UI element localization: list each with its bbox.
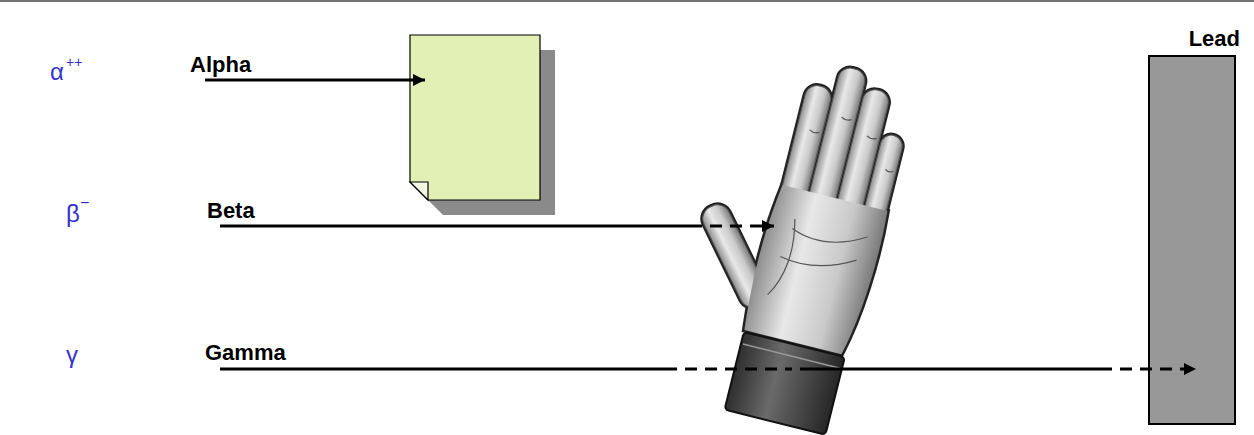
charge-superscript: − — [80, 194, 89, 212]
top-rule — [0, 0, 1254, 2]
cuff-seam — [743, 344, 840, 368]
hand-illustration — [654, 41, 921, 435]
alpha-ray — [205, 79, 425, 82]
gamma-ray — [220, 368, 665, 371]
paper-sheet — [410, 35, 540, 200]
particle-symbol: γ — [66, 341, 78, 369]
particle-symbol: α — [50, 58, 64, 86]
material-label: Lead — [1189, 26, 1240, 51]
radiation-name: Alpha — [190, 52, 251, 77]
radiation-name: Gamma — [205, 340, 286, 365]
hand-creases — [768, 110, 903, 317]
paper-fold — [410, 182, 428, 200]
beta-ray — [220, 225, 690, 228]
charge-superscript: ++ — [66, 54, 82, 70]
particle-symbol: β — [66, 200, 80, 228]
radiation-name: Beta — [207, 198, 255, 223]
lead-block: Lead — [1148, 55, 1236, 425]
hand-outline — [674, 41, 921, 357]
hand-fill — [674, 41, 921, 357]
gamma-ray-through-hand — [665, 368, 792, 371]
sleeve-cuff — [725, 332, 845, 435]
gamma-ray-absorbed — [1100, 368, 1196, 371]
gamma-ray — [800, 368, 1100, 371]
beta-ray-absorbed — [690, 225, 774, 228]
